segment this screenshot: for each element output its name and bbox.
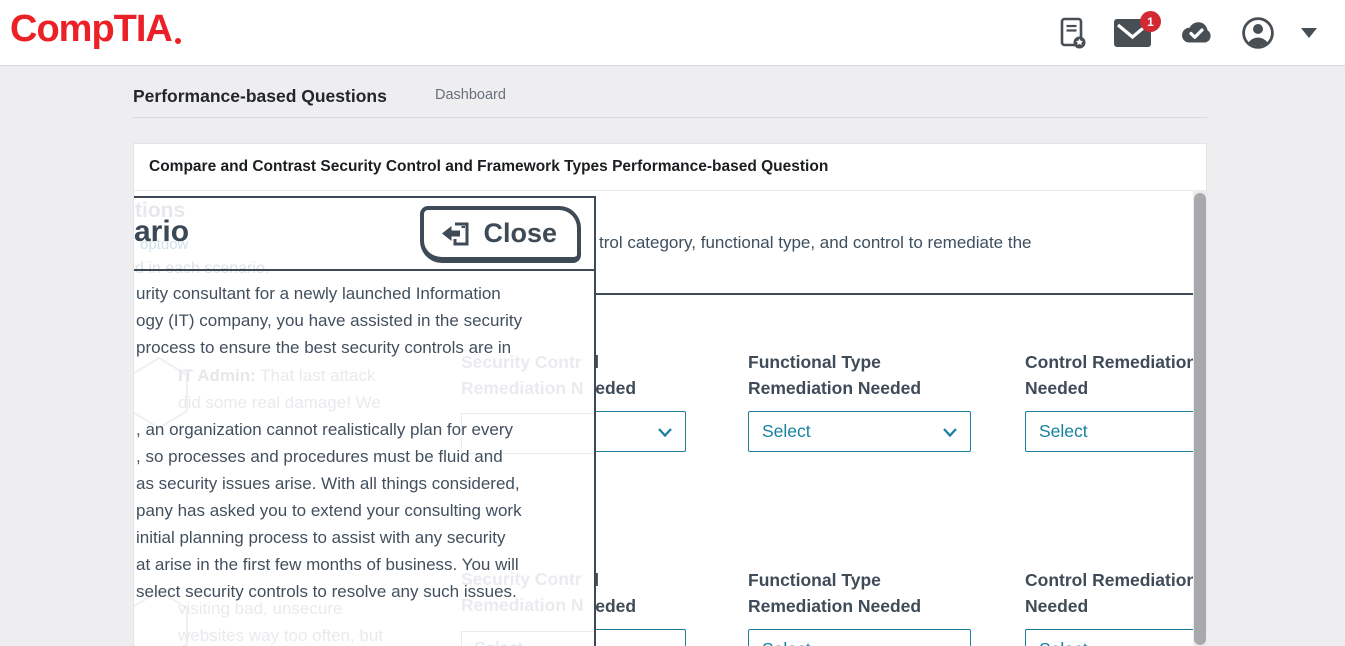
scenario-text-line: , an organization cannot realistically p…	[136, 420, 514, 439]
bg-chat-avatar-hexagon	[134, 356, 188, 430]
page-title: Performance-based Questions	[133, 86, 387, 106]
cloud-sync-icon[interactable]	[1177, 19, 1215, 47]
scenario-modal: tions optdow d in each scenario. IT Admi…	[134, 196, 596, 646]
scenario-text-line: initial planning process to assist with …	[136, 528, 506, 547]
dashboard-link[interactable]: Dashboard	[435, 87, 506, 103]
bg-label-echo-r2-line1: Security Contr	[461, 569, 582, 589]
vertical-scrollbar[interactable]	[1193, 191, 1208, 646]
scenario-text-line: , so processes and procedures must be fl…	[136, 447, 503, 466]
instruction-text-fragment: trol category, functional type, and cont…	[599, 233, 1032, 252]
registered-mark-dot	[174, 38, 181, 44]
bg-select-echo-box-r2	[461, 631, 594, 646]
bg-chat-avatar-hexagon-2	[134, 589, 188, 646]
bg-scenario-fragment: d in each scenario.	[135, 260, 269, 278]
scenario-text-line: process to ensure the best security cont…	[136, 338, 512, 357]
label-control-remediation-2: Control Remediation Needed	[1025, 570, 1193, 616]
card-title: Compare and Contrast Security Control an…	[134, 144, 1206, 191]
mail-badge: 1	[1140, 11, 1161, 32]
card-body: trol category, functional type, and cont…	[134, 191, 1193, 646]
bg-dropdown-fragment: optdow	[140, 236, 189, 253]
question-card: Compare and Contrast Security Control an…	[133, 143, 1208, 646]
close-button[interactable]: Close	[420, 206, 581, 263]
section-divider	[149, 293, 1193, 295]
modal-title-fragment: ario	[134, 215, 190, 248]
scenario-text-line: urity consultant for a newly launched In…	[136, 284, 501, 303]
scenario-text-line: select security controls to resolve any …	[136, 582, 517, 601]
bg-chat1-line1: IT Admin: That last attack	[178, 366, 376, 385]
bg-instructions-fragment: tions	[135, 199, 186, 222]
scrollbar-thumb[interactable]	[1194, 193, 1206, 645]
scenario-text-line: pany has asked you to extend your consul…	[136, 501, 522, 520]
header-icons: 1	[1056, 11, 1317, 50]
chevron-down-icon	[943, 428, 957, 437]
scenario-text-line: as security issues arise. With all thing…	[136, 474, 520, 493]
label-functional-type-1: Functional Type Remediation Needed	[748, 352, 922, 398]
modal-title-divider	[134, 269, 594, 271]
select-functional-type-2[interactable]: Select	[748, 629, 971, 646]
bg-label-echo-r2-line2: Remediation N	[461, 595, 584, 615]
select-control-remediation-1[interactable]: Select	[1025, 411, 1193, 452]
logo-text: CompTIA	[10, 8, 173, 50]
chevron-down-icon	[658, 428, 672, 437]
bg-label-echo-r1-line2: Remediation N	[461, 378, 584, 398]
scenario-text-line: ogy (IT) company, you have assisted in t…	[136, 311, 523, 330]
select-control-remediation-2[interactable]: Select	[1025, 629, 1193, 646]
bg-chat2-line2: websites way too often, but	[178, 626, 384, 645]
tasks-icon[interactable]	[1056, 16, 1088, 50]
bg-chat2-line1: visiting bad, unsecure	[178, 599, 343, 618]
select-functional-type-1[interactable]: Select	[748, 411, 971, 452]
bg-chat1-line2: did some real damage! We	[178, 393, 381, 412]
account-icon[interactable]	[1241, 16, 1275, 50]
bg-select-echo-text: Select	[474, 638, 523, 646]
label-control-remediation-1: Control Remediation Needed	[1025, 352, 1193, 398]
exit-icon	[442, 222, 469, 245]
comptia-logo[interactable]: CompTIA	[10, 8, 181, 51]
scenario-text-line: at arise in the first few months of busi…	[136, 555, 519, 574]
mail-icon[interactable]: 1	[1114, 11, 1161, 47]
breadcrumb-divider	[133, 117, 1207, 118]
bg-label-echo-r1-line1: Security Contr	[461, 352, 582, 372]
app-header: CompTIA 1	[0, 0, 1345, 66]
bg-select-echo-box-r1	[461, 413, 594, 454]
label-functional-type-2: Functional Type Remediation Needed	[748, 570, 922, 616]
caret-down-icon[interactable]	[1301, 28, 1317, 38]
